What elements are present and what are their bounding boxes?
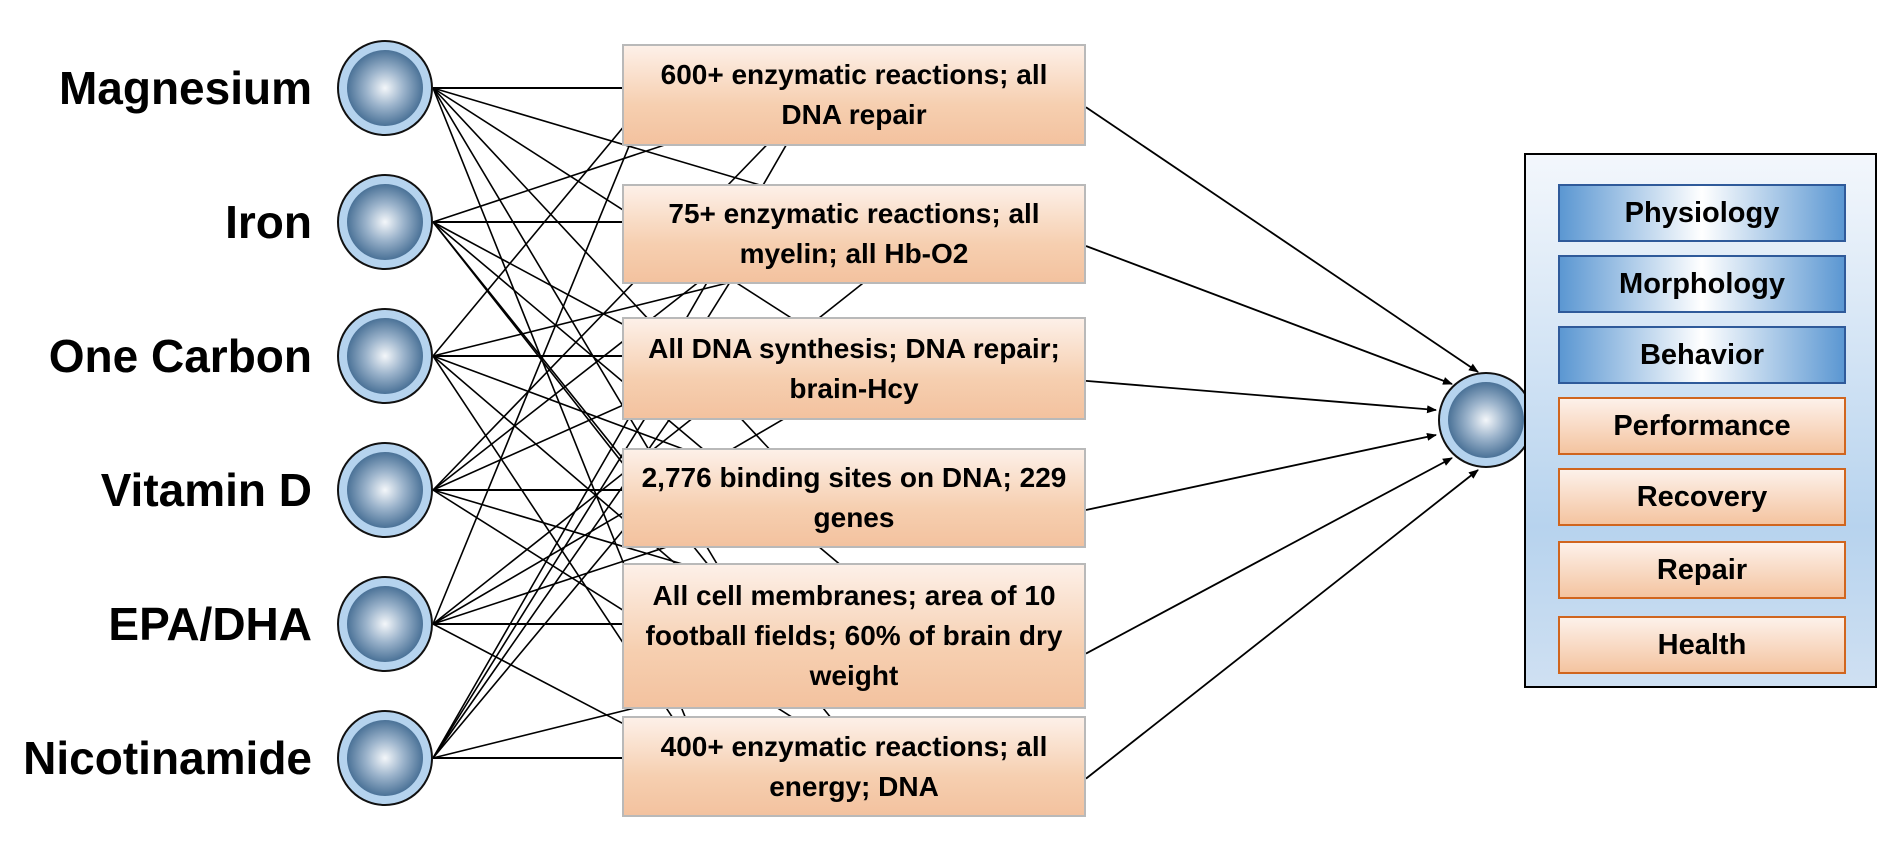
outcome-item: Repair [1558, 541, 1846, 599]
function-text: 2,776 binding sites on DNA; 229 genes [641, 462, 1067, 533]
connection-edge [432, 367, 706, 759]
connection-edge [1085, 379, 1437, 414]
function-box: 2,776 binding sites on DNA; 229 genes [622, 448, 1086, 548]
function-box: 600+ enzymatic reactions; all DNA repair [622, 44, 1086, 146]
connection-edge [432, 94, 651, 625]
outcome-item: Health [1558, 616, 1846, 674]
function-text: 75+ enzymatic reactions; all myelin; all… [668, 198, 1040, 269]
function-text: 600+ enzymatic reactions; all DNA repair [660, 59, 1048, 130]
connection-edge [432, 233, 926, 625]
input-node [337, 710, 433, 806]
connection-edge [432, 94, 651, 357]
outcome-item: Recovery [1558, 468, 1846, 526]
outcome-item: Physiology [1558, 184, 1846, 242]
connection-edge [1085, 245, 1453, 385]
function-box: 75+ enzymatic reactions; all myelin; all… [622, 184, 1086, 284]
input-label: Magnesium [58, 62, 312, 114]
outcome-item: Behavior [1558, 326, 1846, 384]
input-node [337, 308, 433, 404]
function-box: All cell membranes; area of 10 football … [622, 563, 1086, 709]
connection-edge [432, 94, 816, 491]
input-node [337, 174, 433, 270]
outcome-item: Morphology [1558, 255, 1846, 313]
function-text: All cell membranes; area of 10 football … [645, 580, 1063, 691]
input-label: Vitamin D [100, 464, 312, 516]
function-box: 400+ enzymatic reactions; all energy; DN… [622, 716, 1086, 817]
connection-edge [1085, 106, 1479, 373]
function-box: All DNA synthesis; DNA repair; brain-Hcy [622, 317, 1086, 420]
input-label: Iron [225, 196, 312, 248]
function-text: All DNA synthesis; DNA repair; brain-Hcy [648, 332, 1060, 404]
input-node [337, 576, 433, 672]
connection-edge [432, 497, 651, 759]
connection-edge [1085, 469, 1479, 780]
input-label: Nicotinamide [23, 732, 312, 784]
input-node [337, 40, 433, 136]
input-label: EPA/DHA [108, 598, 312, 650]
input-node [337, 442, 433, 538]
outcome-item: Performance [1558, 397, 1846, 455]
connection-edge [1085, 432, 1437, 511]
input-label: One Carbon [48, 330, 312, 382]
function-text: 400+ enzymatic reactions; all energy; DN… [660, 730, 1048, 802]
connection-edge [1085, 457, 1453, 655]
output-node [1438, 372, 1534, 468]
